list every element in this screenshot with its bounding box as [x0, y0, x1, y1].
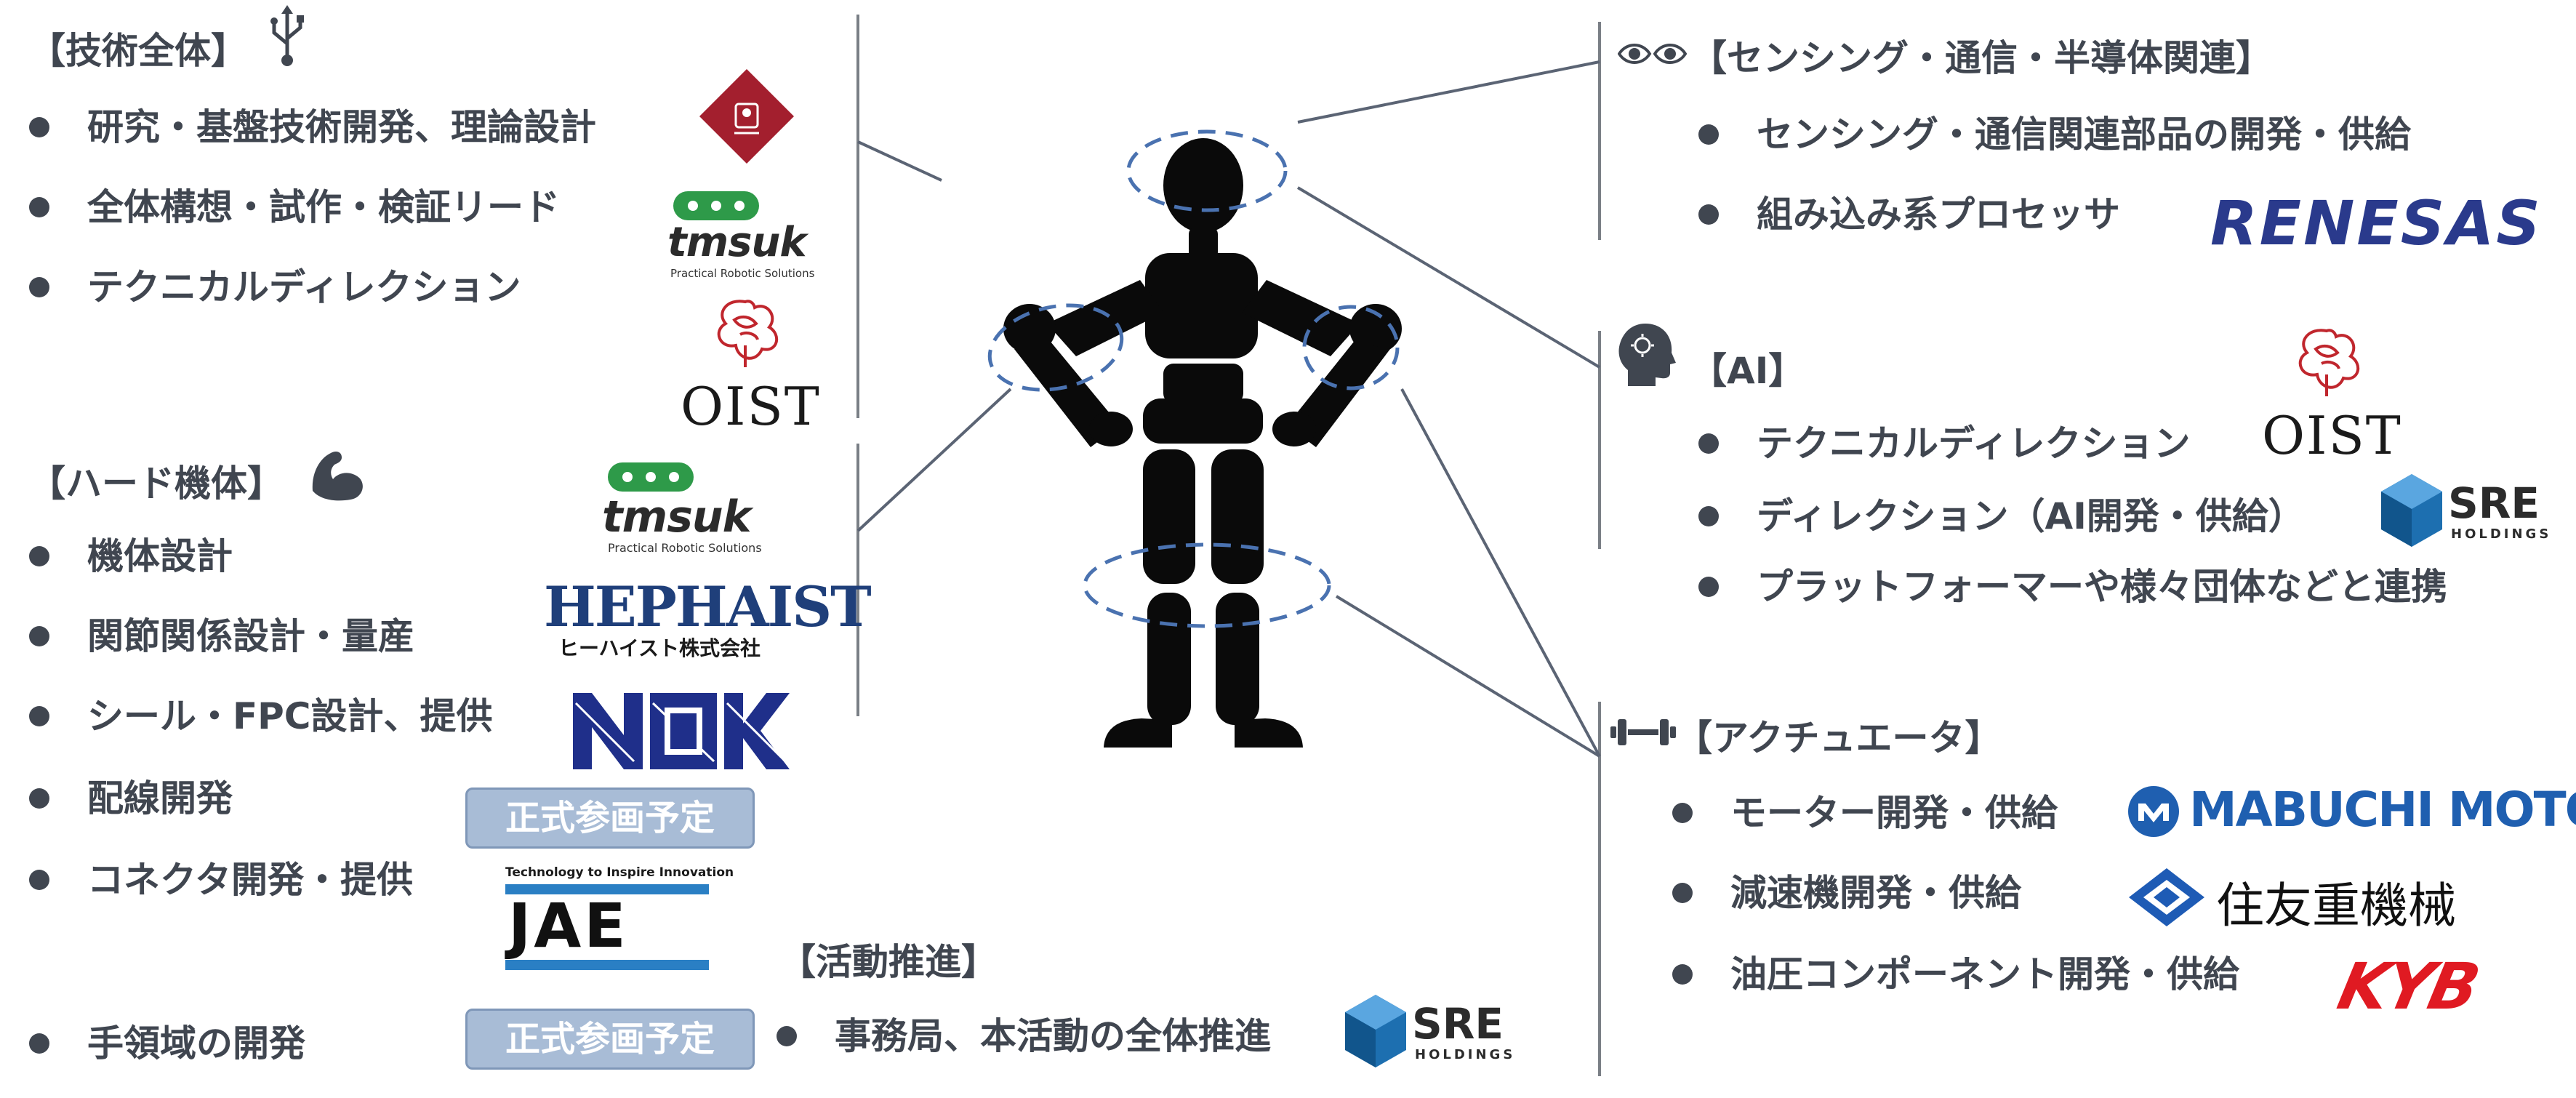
oist-logo-left: OIST: [676, 294, 819, 437]
tech-item-2: 全体構想・試作・検証リード: [29, 185, 560, 229]
ai-item-3: プラットフォーマーや様々団体などと連携: [1698, 565, 2447, 609]
kyb-logo: KYB: [2332, 949, 2484, 1024]
hard-item-4: 配線開発: [29, 777, 233, 820]
university-crest-logo: [699, 69, 794, 164]
hard-item-2: 関節関係設計・量産: [29, 614, 414, 658]
ai-head-icon: [1618, 324, 1676, 386]
connector-ai: [1296, 186, 1601, 369]
renesas-logo: RENESAS: [2210, 188, 2543, 259]
nok-logo: [573, 693, 791, 769]
flexed-arm-icon: [312, 452, 363, 501]
tech-item-3: テクニカルディレクション: [29, 265, 521, 309]
mabuchi-motor-logo: MABUCHI MOTOR: [2127, 782, 2576, 843]
ring-head: [1126, 129, 1288, 212]
connector-actuator-arm: [1400, 388, 1601, 757]
section-title-tech: 【技術全体】: [29, 30, 247, 72]
section-title-promo: 【活動推進】: [779, 941, 998, 983]
tmsuk-logo-mid: tmsuk Practical Robotic Solutions: [602, 462, 762, 555]
hard-item-6: 手領域の開発: [29, 1022, 305, 1065]
actuator-item-1: モーター開発・供給: [1672, 791, 2058, 835]
planned-badge-1: 正式参画予定: [465, 788, 755, 849]
actuator-item-2: 減速機開発・供給: [1672, 871, 2021, 915]
robot-figure: [1003, 138, 1402, 748]
sumitomo-logo: 住友重機械: [2129, 865, 2478, 934]
ai-item-1: テクニカルディレクション: [1698, 422, 2191, 465]
planned-badge-2: 正式参画予定: [465, 1009, 755, 1070]
hard-item-5: コネクタ開発・提供: [29, 858, 413, 902]
sre-logo-bottom: SRE HOLDINGS: [1345, 995, 1512, 1075]
hephaist-logo: HEPHAIST ヒーハイスト株式会社: [544, 574, 872, 660]
connector-actuator-leg: [1335, 595, 1601, 758]
actuator-item-3: 油圧コンポーネント開発・供給: [1672, 953, 2239, 996]
hard-item-3: シール・FPC設計、提供: [29, 694, 493, 738]
oist-logo-right: OIST: [2258, 324, 2401, 466]
ai-item-2: ディレクション（AI開発・供給）: [1698, 494, 2305, 538]
sensing-item-1: センシング・通信関連部品の開発・供給: [1698, 113, 2411, 156]
highlight-rings: [987, 129, 1400, 628]
section-title-hard: 【ハード機体】: [29, 462, 284, 505]
ring-right-shoulder: [1302, 305, 1400, 390]
sre-logo-right: SRE HOLDINGS: [2381, 474, 2548, 554]
promo-item-1: 事務局、本活動の全体推進: [777, 1014, 1271, 1058]
connector-sensing: [1297, 60, 1600, 124]
connector-hard: [856, 388, 1012, 532]
section-title-sensing: 【センシング・通信・半導体関連】: [1690, 37, 2272, 79]
sensing-item-2: 組み込み系プロセッサ: [1698, 193, 2120, 236]
section-title-ai: 【AI】: [1690, 350, 1805, 392]
dumbbell-icon: [1610, 719, 1676, 745]
ring-left-shoulder: [987, 303, 1124, 392]
section-title-actuator: 【アクチュエータ】: [1676, 717, 2002, 759]
ring-knees: [1083, 542, 1331, 628]
jae-logo: Technology to Inspire Innovation JAE: [505, 865, 734, 982]
tmsuk-logo-top: tmsuk Practical Robotic Solutions: [667, 191, 814, 280]
eyes-icon: [1618, 44, 1687, 64]
hard-item-1: 機体設計: [29, 534, 233, 578]
connector-tech: [857, 140, 942, 182]
tech-item-1: 研究・基盤技術開発、理論設計: [29, 105, 596, 149]
usb-icon: [270, 5, 304, 66]
